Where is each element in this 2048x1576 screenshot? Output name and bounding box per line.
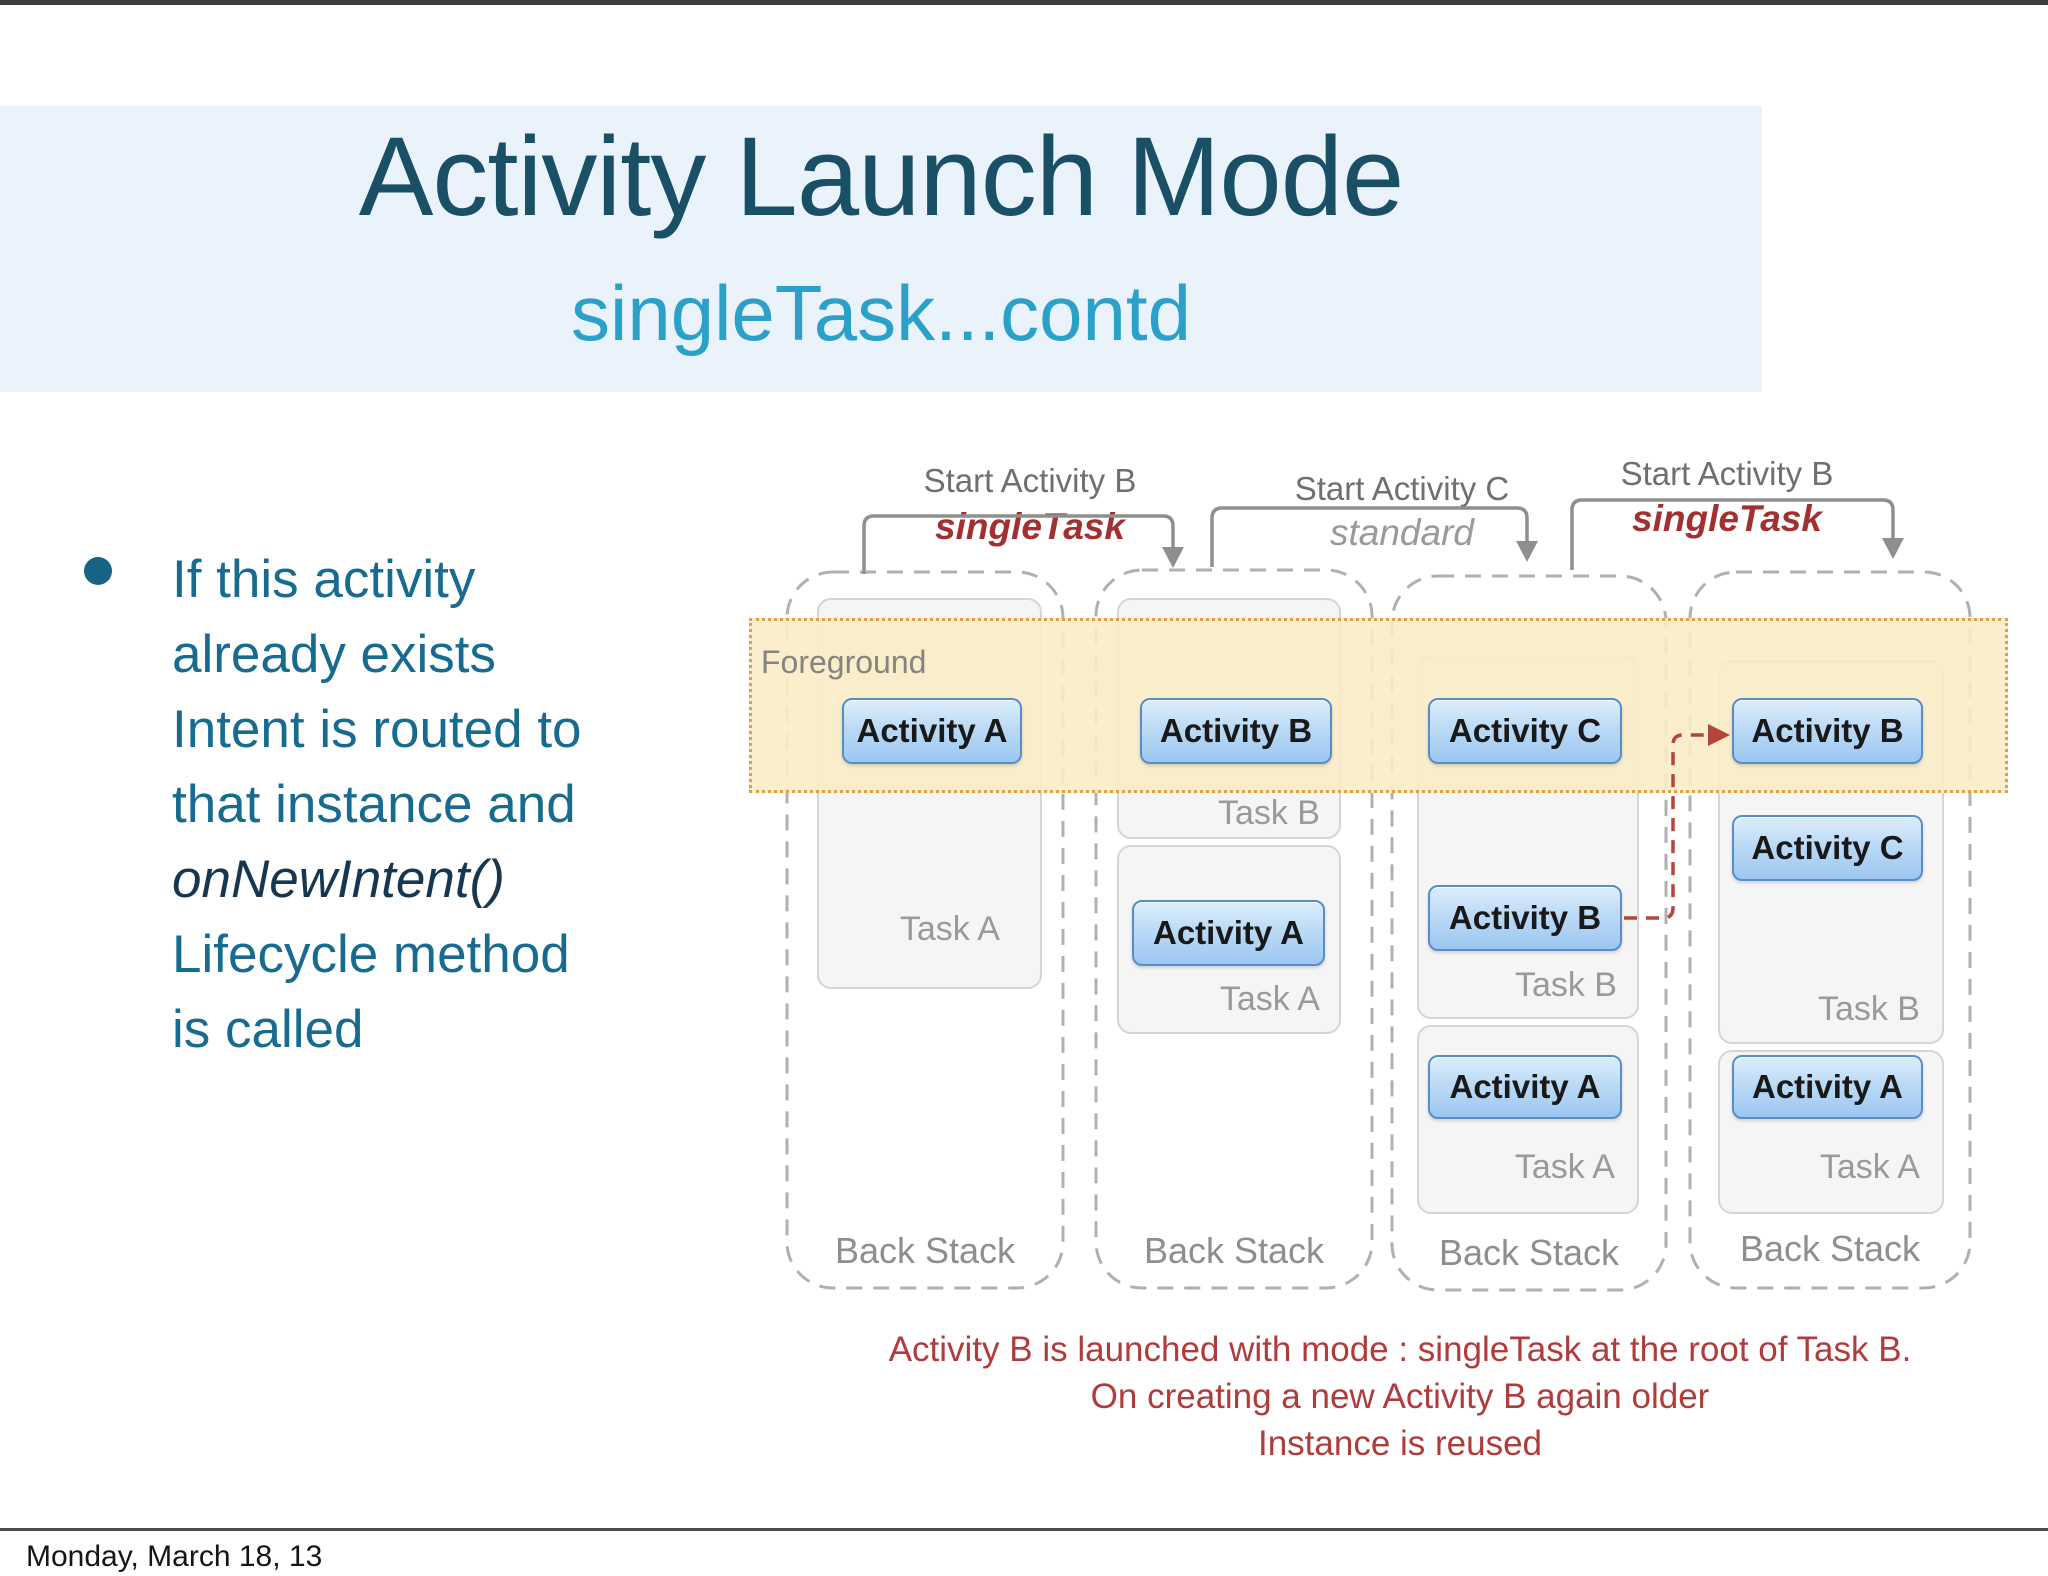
activity-box: Activity B — [1140, 698, 1332, 764]
page-subtitle: singleTask...contd — [570, 269, 1191, 357]
arrowhead-down-icon — [1882, 538, 1904, 559]
task-label: Task A — [1514, 1148, 1615, 1186]
caption-line: Instance is reused — [1257, 1424, 1543, 1463]
activity-box: Activity A — [1132, 900, 1325, 966]
bullet-line: Intent is routed to — [172, 700, 582, 759]
foreground-label: Foreground — [761, 644, 927, 680]
bullet-line: already exists — [172, 625, 497, 684]
back-stack-label: Back Stack — [1143, 1230, 1325, 1271]
bullet-line: Lifecycle method — [172, 925, 570, 984]
task-label: Task A — [899, 910, 1000, 948]
header-band — [0, 106, 1762, 392]
activity-box: Activity A — [1732, 1055, 1923, 1119]
task-label: Task B — [1817, 990, 1920, 1028]
page-title: Activity Launch Mode — [358, 114, 1405, 239]
task-label: Task A — [1219, 980, 1320, 1018]
transition-mode-label: standard — [1330, 512, 1474, 553]
transition-action-label: Start Activity B — [1620, 455, 1834, 492]
transition-action-label: Start Activity B — [923, 462, 1137, 499]
task-label: Task B — [1514, 966, 1617, 1004]
footer-date: Monday, March 18, 13 — [26, 1540, 323, 1573]
top-border — [0, 0, 2048, 5]
bullet-line: that instance and — [172, 775, 576, 834]
back-stack-label: Back Stack — [1739, 1228, 1921, 1269]
diagram-caption: Activity B is launched with mode : singl… — [730, 1326, 2048, 1467]
task-label: Task B — [1217, 794, 1320, 832]
bullet-line-method-name: onNewIntent() — [172, 850, 505, 909]
activity-box: Activity A — [1428, 1055, 1622, 1119]
activity-box: Activity C — [1732, 815, 1923, 881]
caption-line: On creating a new Activity B again older — [1090, 1377, 1710, 1416]
activity-box: Activity A — [842, 698, 1022, 764]
arrowhead-down-icon — [1162, 547, 1184, 568]
bullet-text: If this activity already exists Intent i… — [172, 542, 792, 1067]
transition-mode-label: singleTask — [935, 506, 1125, 547]
activity-box: Activity C — [1428, 698, 1622, 764]
transition-mode-label: singleTask — [1632, 498, 1822, 539]
bullet-line: is called — [172, 1000, 364, 1059]
transition-action-label: Start Activity C — [1294, 470, 1510, 507]
back-stack-label: Back Stack — [834, 1230, 1016, 1271]
bullet-icon — [84, 557, 112, 585]
task-label: Task A — [1819, 1148, 1920, 1186]
back-stack-label: Back Stack — [1438, 1232, 1620, 1273]
footer-divider — [0, 1528, 2048, 1531]
activity-box: Activity B — [1428, 885, 1622, 951]
caption-line: Activity B is launched with mode : singl… — [888, 1330, 1912, 1369]
activity-box: Activity B — [1732, 698, 1923, 764]
bullet-line: If this activity — [172, 550, 476, 609]
